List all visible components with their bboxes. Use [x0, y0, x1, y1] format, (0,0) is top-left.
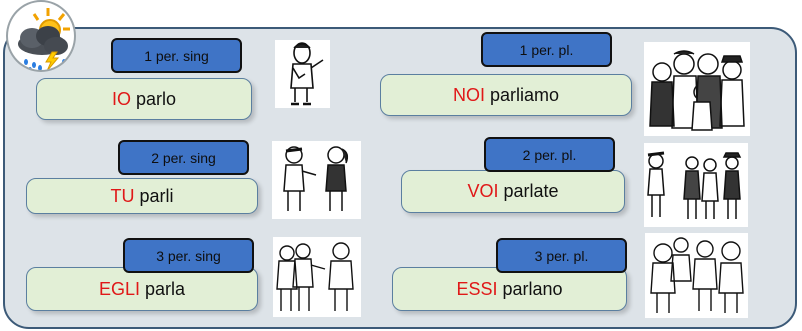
verb-parla: parla — [145, 278, 186, 299]
tag-3-per-pl: 3 per. pl. — [496, 238, 627, 273]
tag-2-per-sing: 2 per. sing — [118, 140, 249, 175]
tag-1-per-sing: 1 per. sing — [111, 38, 242, 73]
speaking-person-illustration — [275, 40, 330, 108]
tag-1-per-pl: 1 per. pl. — [481, 32, 612, 67]
pronoun-egli: EGLI — [98, 278, 140, 299]
pronoun-essi: ESSI — [456, 278, 498, 299]
conjugation-box-essi: ESSI parlano — [392, 267, 627, 311]
two-people-talking-illustration — [272, 141, 361, 219]
group-of-people-illustration — [644, 42, 750, 136]
tag-2-per-pl: 2 per. pl. — [484, 137, 615, 172]
weather-sun-cloud-rain-icon — [6, 0, 76, 72]
conjugation-box-noi: NOI parliamo — [380, 74, 632, 116]
tag-3-per-sing: 3 per. sing — [123, 238, 254, 273]
pronoun-noi: NOI — [452, 84, 485, 105]
verb-parliamo: parliamo — [489, 84, 560, 105]
verb-parlano: parlano — [502, 278, 563, 299]
three-people-talking-illustration — [273, 237, 361, 317]
pronoun-io: IO — [111, 88, 131, 109]
pronoun-tu: TU — [110, 185, 135, 206]
pronoun-voi: VOI — [467, 181, 499, 201]
verb-parli: parli — [139, 185, 174, 206]
conjugation-box-voi: VOI parlate — [401, 170, 625, 213]
conjugation-box-egli: EGLI parla — [26, 267, 258, 311]
conjugation-box-io: IO parlo — [36, 78, 252, 120]
person-and-group-illustration — [644, 143, 748, 227]
verb-parlate: parlate — [503, 181, 559, 201]
conjugation-box-tu: TU parli — [26, 178, 258, 214]
group-conversation-illustration — [645, 233, 748, 318]
verb-parlo: parlo — [135, 88, 177, 109]
